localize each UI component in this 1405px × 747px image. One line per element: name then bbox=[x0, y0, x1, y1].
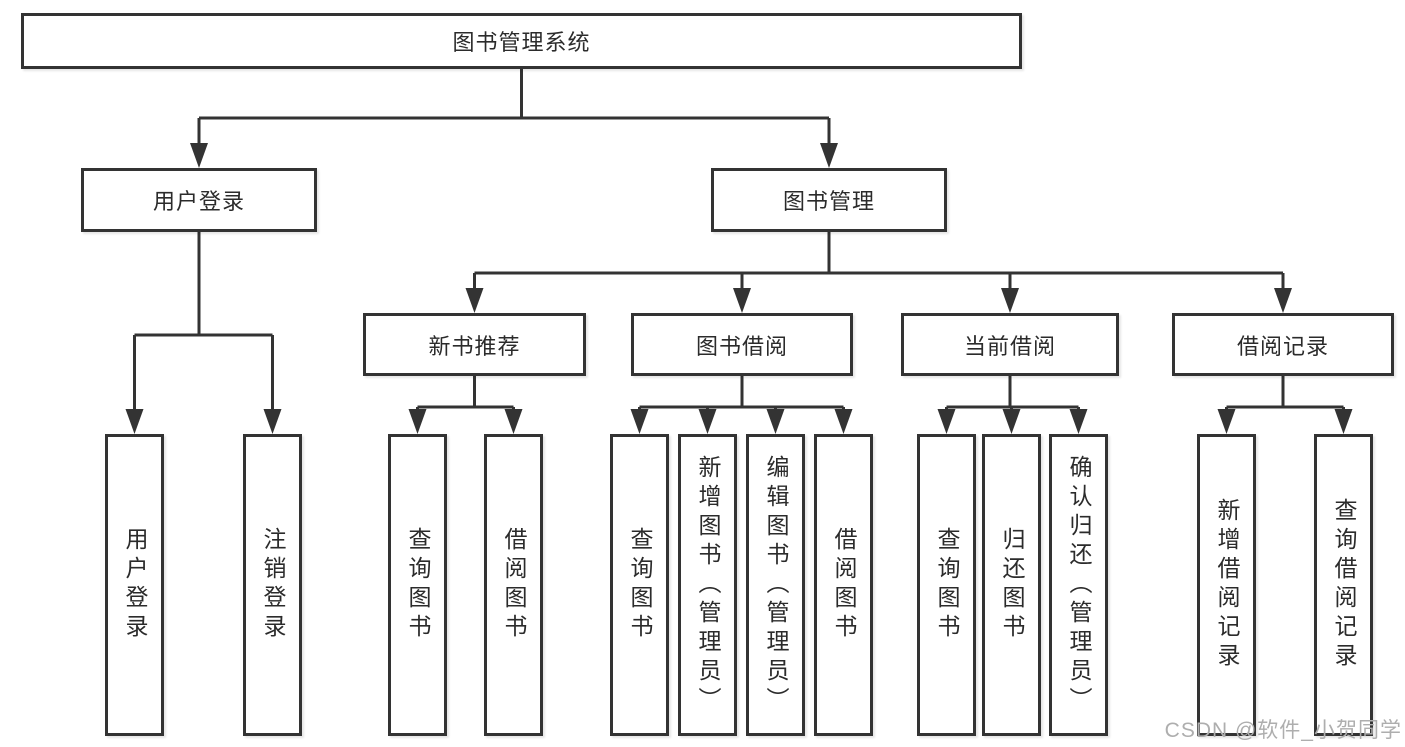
leaf-logout-label: 注销登录 bbox=[260, 527, 286, 643]
node-book-borrow: 图书借阅 bbox=[631, 313, 853, 376]
leaf-borrow-edit-books-admin-label: 编辑图书（管理员） bbox=[763, 454, 789, 716]
leaf-recommend-query-books-label: 查询图书 bbox=[405, 527, 431, 643]
node-new-book-recommend: 新书推荐 bbox=[363, 313, 586, 376]
leaf-current-confirm-return-admin: 确认归还（管理员） bbox=[1049, 434, 1108, 736]
connector-borrow-to-leaves bbox=[630, 376, 853, 434]
connector-mgmt-to-level3 bbox=[465, 232, 1292, 313]
node-root-system: 图书管理系统 bbox=[21, 13, 1022, 69]
leaf-records-query-record: 查询借阅记录 bbox=[1314, 434, 1373, 736]
leaf-current-query-books: 查询图书 bbox=[917, 434, 976, 736]
leaf-borrow-query-books-label: 查询图书 bbox=[627, 527, 653, 643]
node-borrow-records: 借阅记录 bbox=[1172, 313, 1394, 376]
leaf-borrow-query-books: 查询图书 bbox=[610, 434, 669, 736]
leaf-current-return-books-label: 归还图书 bbox=[999, 527, 1025, 643]
node-root-label: 图书管理系统 bbox=[452, 30, 591, 55]
leaf-borrow-borrow-books: 借阅图书 bbox=[814, 434, 873, 736]
leaf-recommend-borrow-books: 借阅图书 bbox=[484, 434, 543, 736]
node-user-login-label: 用户登录 bbox=[152, 189, 245, 214]
node-book-borrow-label: 图书借阅 bbox=[695, 333, 788, 359]
leaf-logout: 注销登录 bbox=[243, 434, 302, 736]
leaf-records-add-record-label: 新增借阅记录 bbox=[1214, 498, 1240, 672]
connector-records-to-leaves bbox=[1217, 376, 1353, 434]
node-book-management-label: 图书管理 bbox=[782, 189, 875, 214]
leaf-borrow-borrow-books-label: 借阅图书 bbox=[831, 527, 857, 643]
connector-root-to-level2 bbox=[190, 69, 838, 168]
leaf-recommend-borrow-books-label: 借阅图书 bbox=[501, 527, 527, 643]
leaf-borrow-edit-books-admin: 编辑图书（管理员） bbox=[746, 434, 805, 736]
connector-login-to-leaves bbox=[125, 232, 282, 434]
node-current-borrow: 当前借阅 bbox=[901, 313, 1119, 376]
leaf-user-login-label: 用户登录 bbox=[122, 527, 148, 643]
leaf-borrow-add-books-admin: 新增图书（管理员） bbox=[678, 434, 737, 736]
connector-recommend-to-leaves bbox=[408, 376, 523, 434]
leaf-records-query-record-label: 查询借阅记录 bbox=[1331, 498, 1357, 672]
leaf-borrow-add-books-admin-label: 新增图书（管理员） bbox=[695, 454, 721, 716]
node-user-login: 用户登录 bbox=[81, 168, 317, 232]
node-new-book-recommend-label: 新书推荐 bbox=[428, 333, 521, 359]
leaf-user-login: 用户登录 bbox=[105, 434, 164, 736]
connector-current-to-leaves bbox=[937, 376, 1088, 434]
leaf-records-add-record: 新增借阅记录 bbox=[1197, 434, 1256, 736]
node-current-borrow-label: 当前借阅 bbox=[963, 333, 1056, 359]
csdn-watermark: CSDN @软件_小贺同学 bbox=[1164, 719, 1402, 742]
leaf-current-query-books-label: 查询图书 bbox=[934, 527, 960, 643]
node-borrow-records-label: 借阅记录 bbox=[1236, 333, 1329, 359]
leaf-current-confirm-return-admin-label: 确认归还（管理员） bbox=[1066, 454, 1092, 716]
leaf-recommend-query-books: 查询图书 bbox=[388, 434, 447, 736]
node-book-management: 图书管理 bbox=[711, 168, 947, 232]
leaf-current-return-books: 归还图书 bbox=[982, 434, 1041, 736]
